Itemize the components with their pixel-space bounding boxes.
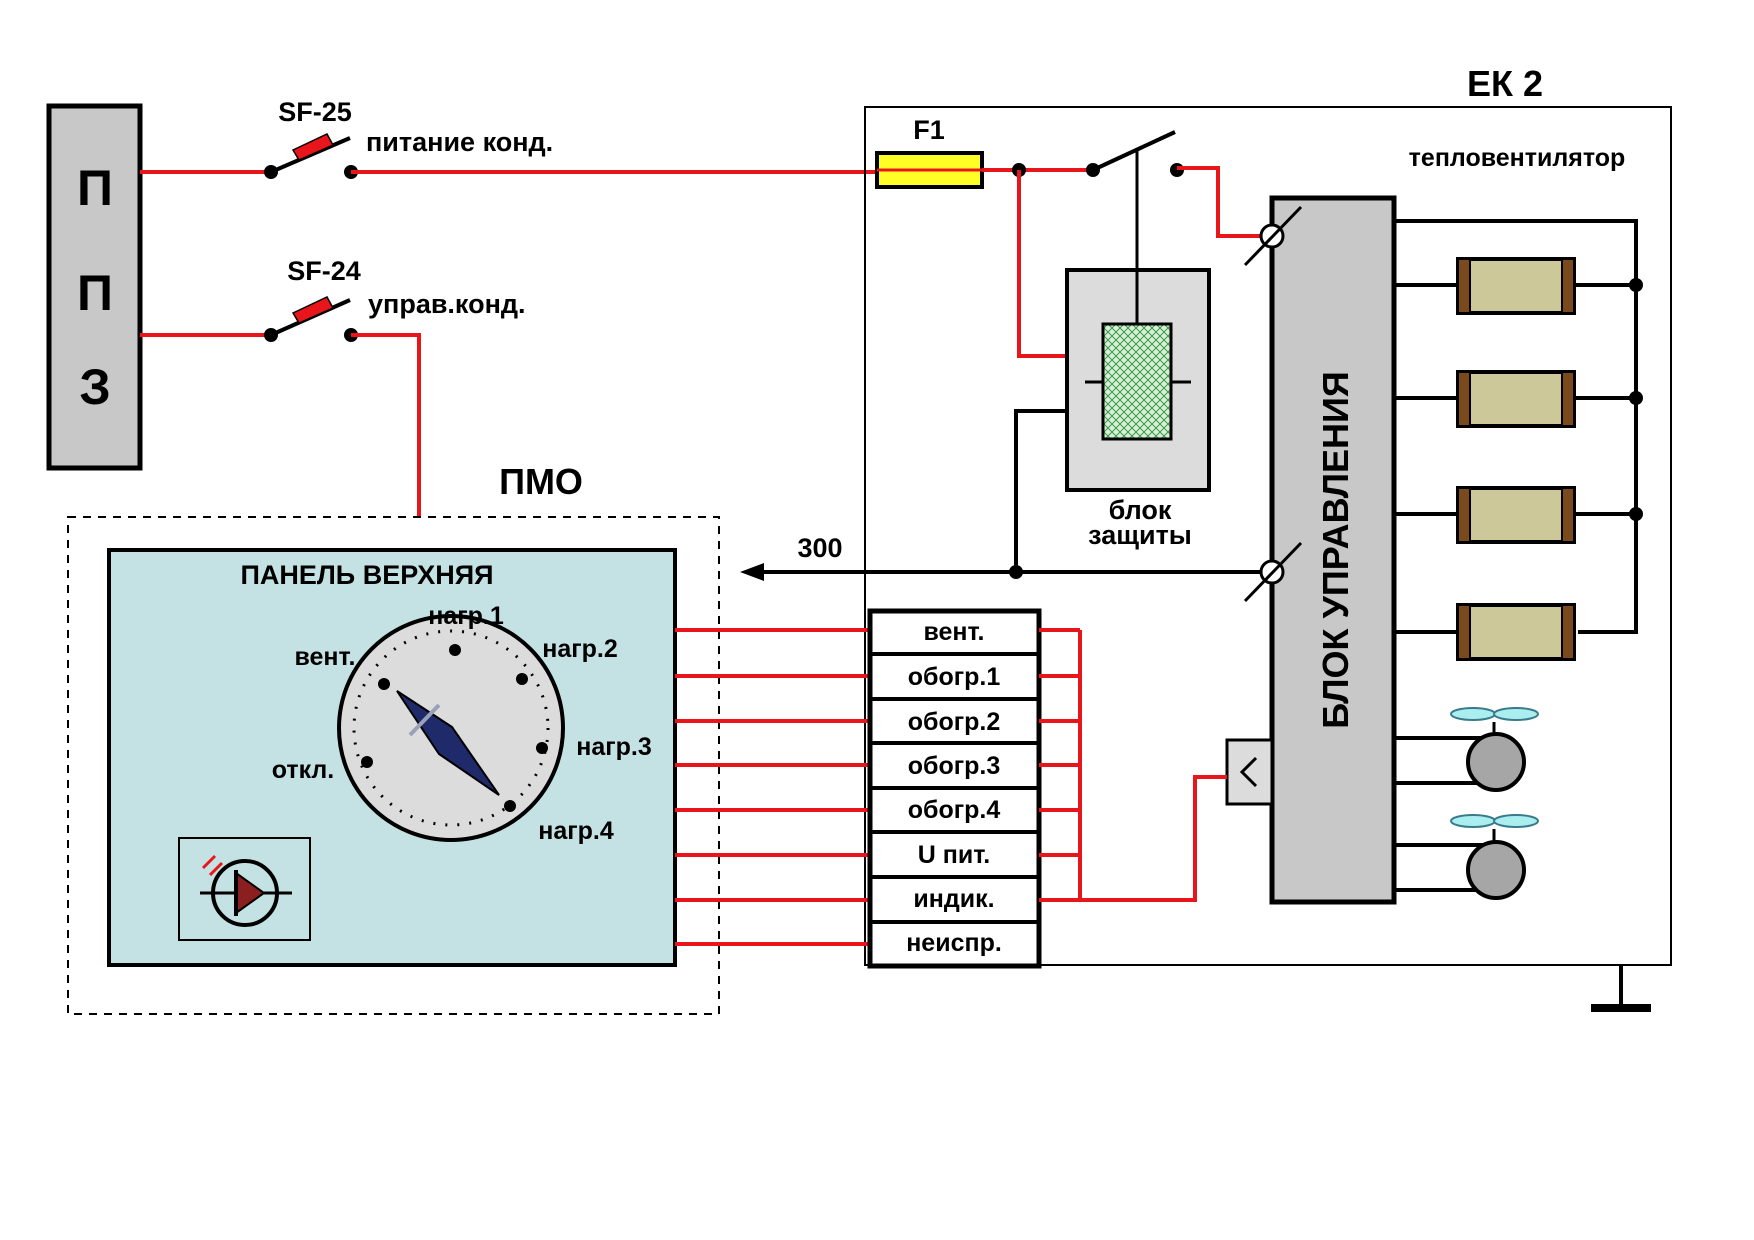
ground-icon (1591, 965, 1651, 1012)
ppz-letter-2: П (77, 265, 113, 321)
sf25-caption: питание конд. (366, 127, 553, 157)
ppz-letter-1: П (77, 160, 113, 216)
protection-label-2: защиты (1088, 520, 1192, 550)
switch-sf25: SF-25 питание конд. (140, 97, 553, 179)
terminal-obogr3: обогр.3 (908, 752, 1001, 780)
line-300-label: 300 (797, 533, 842, 563)
terminal-indik: индик. (913, 885, 994, 913)
heater-3 (1394, 486, 1643, 544)
ppz-block: П П З (46, 103, 143, 471)
fan-icon (1394, 707, 1539, 792)
sf24-label: SF-24 (287, 256, 361, 286)
ek2-box: ЕК 2 тепловентилятор (864, 63, 1672, 966)
panel-title: ПАНЕЛЬ ВЕРХНЯЯ (240, 560, 493, 590)
control-unit-label: БЛОК УПРАВЛЕНИЯ (1315, 371, 1356, 728)
terminal-neispr: неиспр. (906, 929, 1002, 957)
fan-icon (1394, 814, 1539, 900)
dial-label-vent: вент. (294, 643, 355, 671)
panel-bus-wires (675, 628, 870, 946)
dial-label-otkl: откл. (272, 756, 335, 784)
fuse-f1: F1 (875, 115, 984, 189)
dial-label-nagr2: нагр.2 (542, 635, 618, 663)
indicator-input (1225, 738, 1274, 806)
terminal-obogr1: обогр.1 (908, 663, 1001, 691)
switch-sf24: SF-24 управ.конд. (140, 256, 526, 342)
pmo-title: ПМО (499, 461, 583, 502)
dial-label-nagr4: нагр.4 (538, 817, 614, 845)
ek2-subtitle: тепловентилятор (1409, 144, 1626, 172)
ppz-letter-3: З (79, 359, 110, 415)
heater-4 (1394, 603, 1576, 661)
led-diode-icon (178, 837, 311, 941)
terminal-block: вент. обогр.1 обогр.2 обогр.3 обогр.4 U … (867, 608, 1042, 969)
dial-label-nagr1: нагр.1 (428, 602, 504, 630)
terminal-obogr4: обогр.4 (908, 796, 1001, 824)
terminal-obogr2: обогр.2 (908, 708, 1001, 736)
rotary-switch (337, 614, 565, 842)
heater-elements (1394, 219, 1643, 661)
sf25-label: SF-25 (278, 97, 352, 127)
terminal-upit: U пит. (918, 841, 990, 869)
dial-label-nagr3: нагр.3 (576, 733, 652, 761)
ek2-title: ЕК 2 (1467, 63, 1543, 104)
sf24-caption: управ.конд. (368, 289, 526, 319)
protection-block: блок защиты (1065, 150, 1211, 550)
heater-2 (1394, 370, 1643, 428)
terminal-vent: вент. (923, 618, 984, 646)
heater-1 (1394, 257, 1643, 315)
control-unit: БЛОК УПРАВЛЕНИЯ (1243, 195, 1397, 905)
protection-label-1: блок (1109, 495, 1172, 525)
terminal-output-wires (1039, 628, 1227, 902)
fuse-label: F1 (913, 115, 945, 145)
